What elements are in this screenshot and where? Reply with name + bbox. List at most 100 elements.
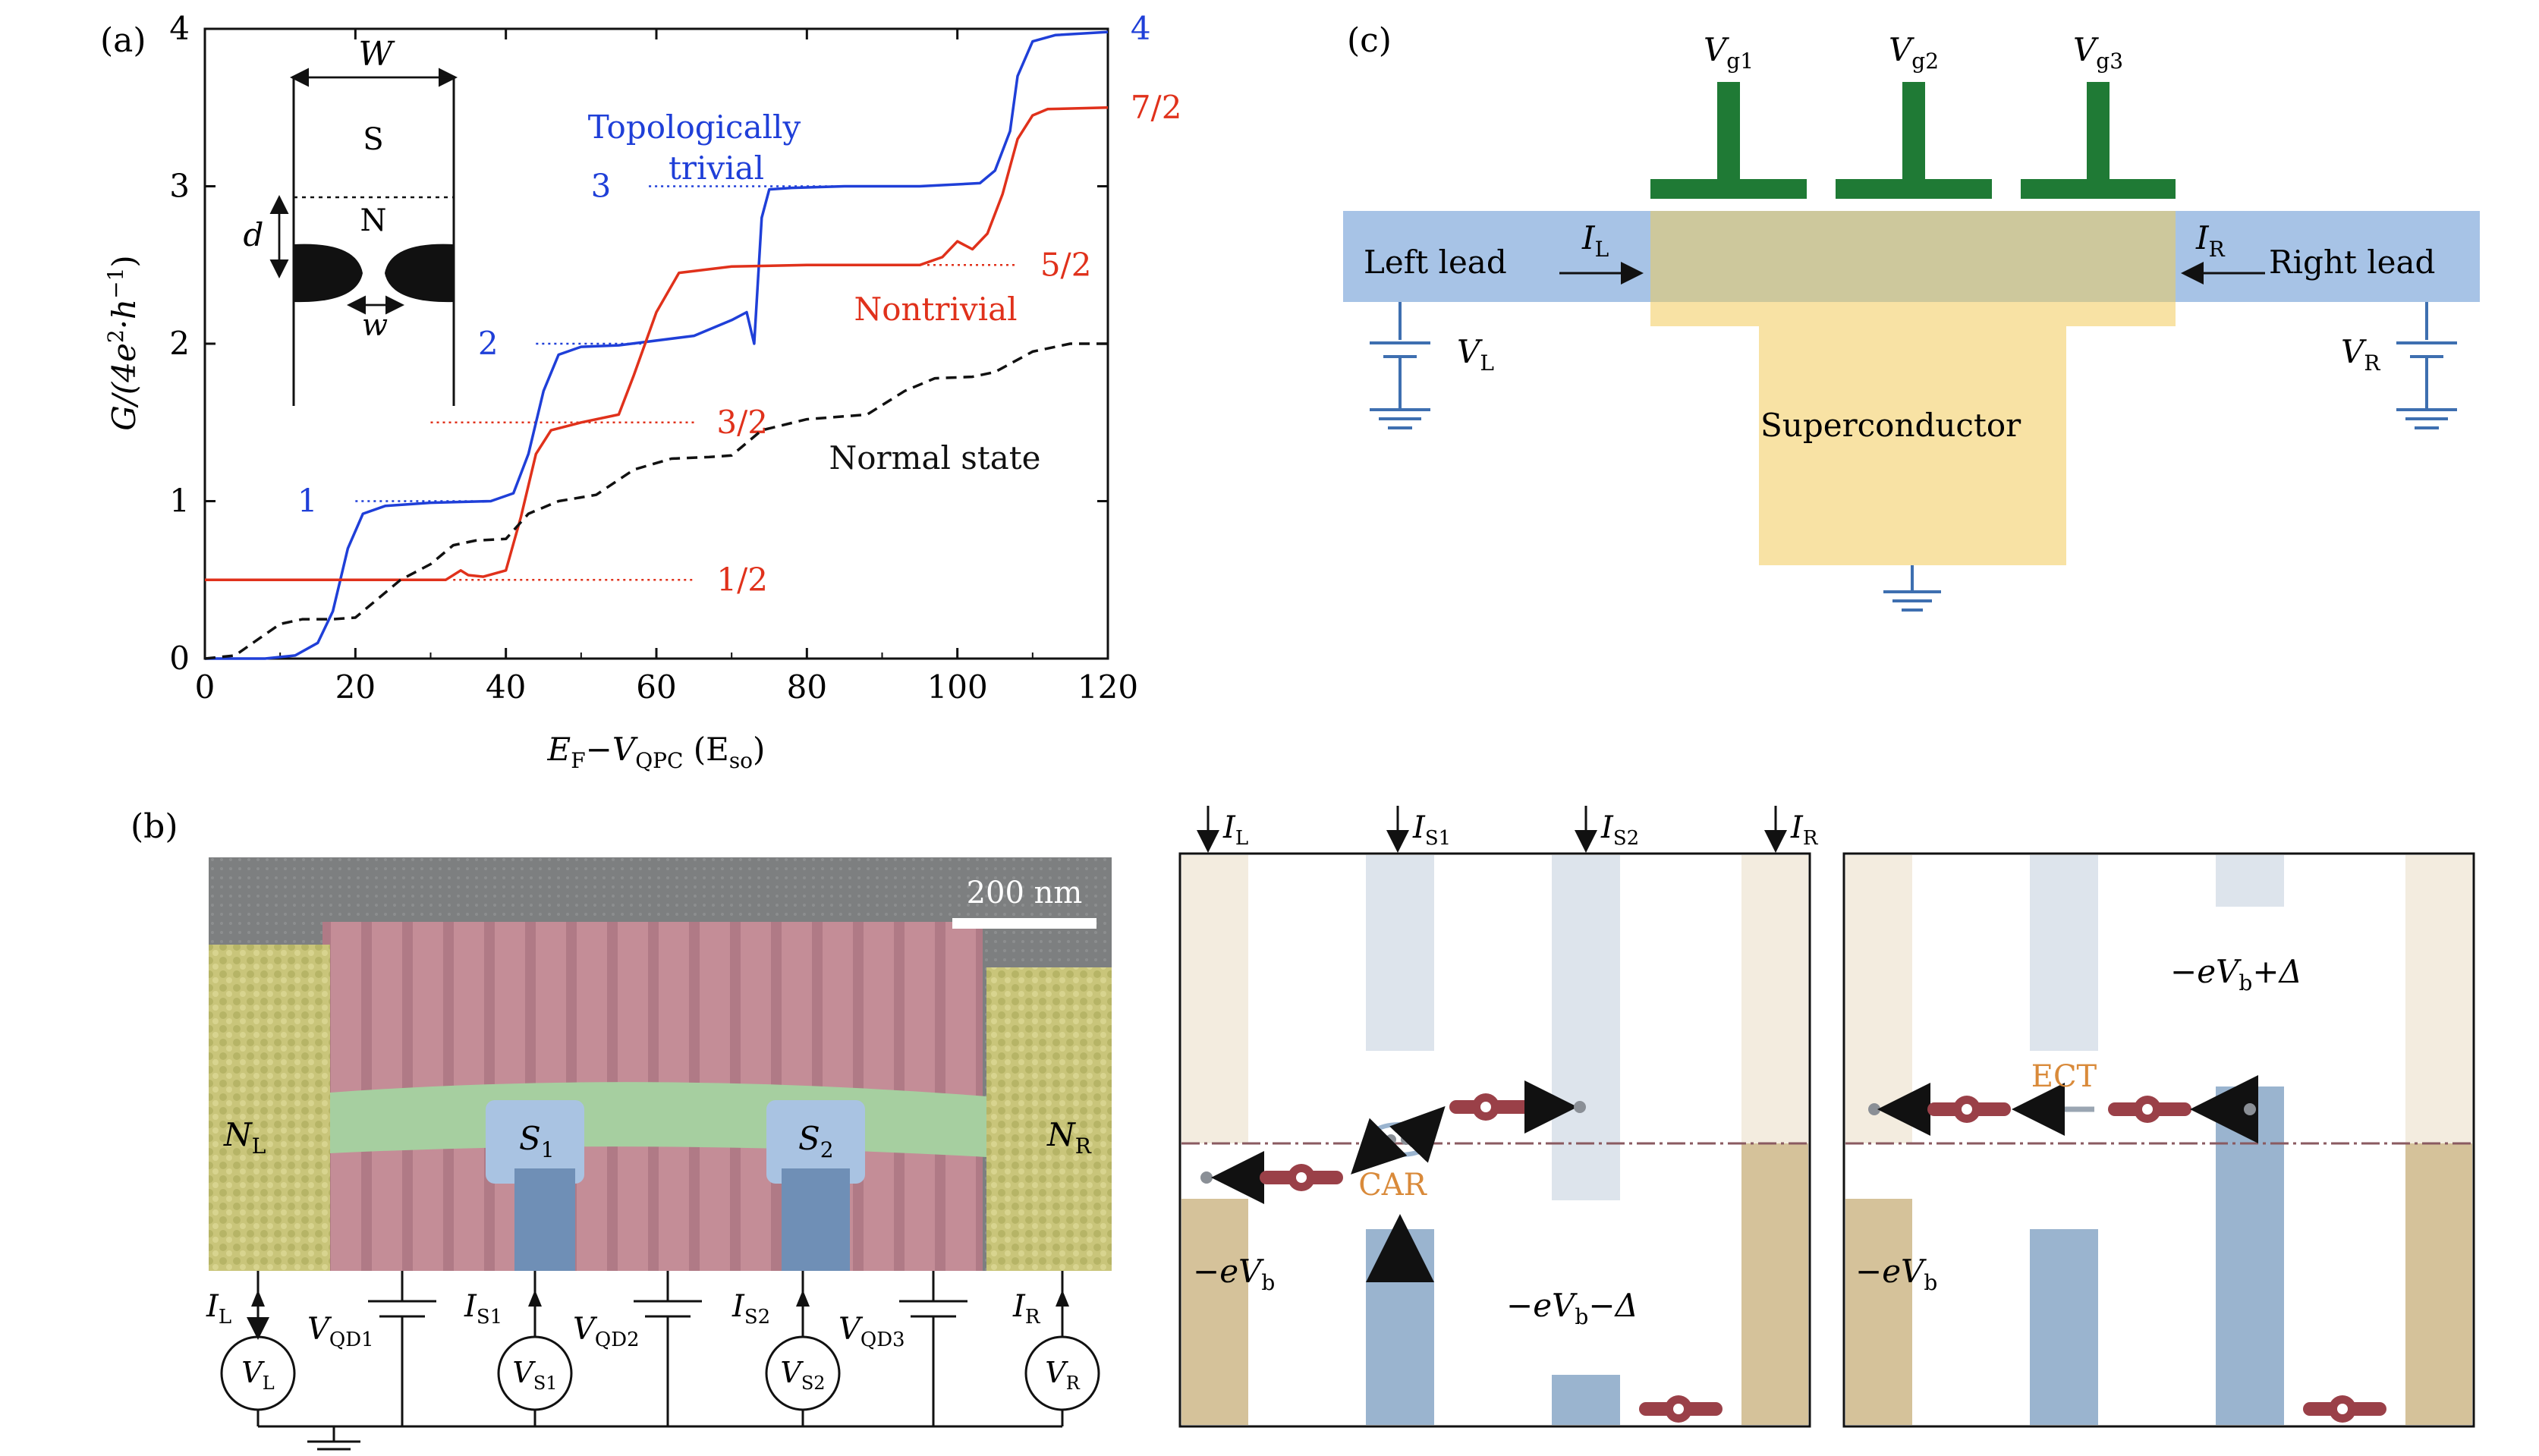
plateau-label: 7/2 <box>1131 89 1182 126</box>
y-axis-label: G/(4e2·h−1) <box>103 255 143 431</box>
gate-3-label: Vg3 <box>2073 31 2123 74</box>
x-tick-label: 100 <box>927 668 988 706</box>
plateau-label: 2 <box>478 325 499 362</box>
x-tick-label: 120 <box>1078 668 1138 706</box>
left-normal-lead <box>209 945 330 1271</box>
mid-ceV-delta: −eVb−Δ <box>1506 1287 1638 1329</box>
x-axis-label: EF−VQPC (Eso) <box>547 731 766 773</box>
sc-ground <box>1883 565 1941 612</box>
electron-bottom-right <box>1639 1395 1723 1423</box>
gate-1-stem <box>1717 82 1740 181</box>
axis-group: 0 20 40 60 80 100 120 0 1 2 3 4 <box>169 10 1138 706</box>
x-tick-label: 40 <box>486 668 526 706</box>
IS1-top: IS1 <box>1412 810 1451 850</box>
VS2-meter: VS2 <box>780 1356 825 1394</box>
top-current-arrows <box>1197 806 1787 853</box>
IR-label: IR <box>2195 219 2226 262</box>
energy-diagram-car <box>1178 852 1811 1428</box>
y-tick-label: 1 <box>169 483 190 520</box>
inset-w: w <box>362 308 388 343</box>
panel-c-label: (c) <box>1347 21 1392 60</box>
plateau-label: 1 <box>297 483 318 520</box>
panel-b: (b) 200 nm NL NR S1 S2 <box>131 807 1112 1451</box>
inset-d: d <box>244 216 264 253</box>
panel-c: (c) Vg1 Vg2 Vg3 Left lead Right lead IL … <box>1343 21 2480 612</box>
inset-S: S <box>363 122 383 157</box>
x-tick-label: 20 <box>335 668 376 706</box>
VQD2-label: VQD2 <box>573 1312 640 1351</box>
CAR-label: CAR <box>1358 1168 1427 1203</box>
inset-W: W <box>358 35 395 74</box>
VQD1-label: VQD1 <box>307 1312 374 1351</box>
IR-top: IR <box>1790 810 1819 850</box>
current-arrows <box>251 1290 1069 1307</box>
IS2-b-label: IS2 <box>731 1289 770 1329</box>
electron-bottom <box>1200 1151 1343 1204</box>
IR-b-label: IR <box>1012 1289 1041 1329</box>
plateau-label: 1/2 <box>716 561 768 598</box>
VR-label: VR <box>2341 333 2380 376</box>
series-group <box>204 30 1109 660</box>
IL-b-label: IL <box>206 1289 231 1329</box>
scale-bar-label: 200 nm <box>967 876 1083 910</box>
NR-label: NR <box>1046 1116 1092 1159</box>
ect-electron-bottom <box>2303 1395 2386 1423</box>
x-tick-label: 0 <box>195 668 216 706</box>
gate-1-label: Vg1 <box>1704 31 1754 74</box>
right-top-ceV: −eVb+Δ <box>2170 953 2302 995</box>
VL-label: VL <box>1457 333 1494 376</box>
nanowire-channel <box>330 1082 986 1157</box>
gate-3-stem <box>2087 82 2110 181</box>
panel-a-label: (a) <box>100 21 146 60</box>
qpc-inset <box>269 68 458 406</box>
y-tick-label: 4 <box>169 10 190 47</box>
annot-topologically: Topologically <box>588 108 801 146</box>
IS2-top: IS2 <box>1600 810 1639 850</box>
x-tick-label: 80 <box>787 668 827 706</box>
annot-normal-state: Normal state <box>829 439 1041 476</box>
left-ceV: −eVb <box>1193 1253 1275 1295</box>
left-constriction <box>294 244 363 303</box>
superconductor-label: Superconductor <box>1760 407 2021 444</box>
y-tick-label: 3 <box>169 168 190 205</box>
circuit <box>220 1271 1100 1451</box>
ect-electrons <box>1868 1075 2258 1143</box>
gate-2-label: Vg2 <box>1889 31 1939 74</box>
VR-meter: VR <box>1045 1356 1080 1394</box>
panel-b-label: (b) <box>131 807 178 846</box>
inset-N: N <box>360 203 387 238</box>
series-line <box>205 106 1109 582</box>
VS1-meter: VS1 <box>512 1356 557 1394</box>
right-battery <box>2396 302 2457 429</box>
superconductor-S1 <box>486 1100 584 1184</box>
S2-lead <box>782 1168 850 1271</box>
plateau-label: 5/2 <box>1040 246 1092 283</box>
right-lead-label: Right lead <box>2269 244 2435 281</box>
series-line <box>205 30 1109 660</box>
ECT-label: ECT <box>2031 1059 2097 1094</box>
VL-meter: VL <box>241 1356 274 1394</box>
IL-label: IL <box>1581 219 1609 262</box>
gate-2-stem <box>1902 82 1925 181</box>
sem-image <box>209 857 1112 1271</box>
series-line <box>204 342 1108 660</box>
gates <box>1650 82 2176 199</box>
x-tick-label: 60 <box>636 668 676 706</box>
right-normal-lead <box>986 967 1112 1271</box>
superconductor-stem <box>1759 319 2066 565</box>
y-tick-label: 0 <box>169 640 190 677</box>
IL-top: IL <box>1222 810 1248 850</box>
panel-energy: IL IS1 IS2 IR <box>1178 806 2475 1428</box>
S1-label: S1 <box>519 1120 555 1162</box>
left-lead-label: Left lead <box>1364 244 1507 281</box>
S1-lead <box>514 1168 575 1271</box>
superconductor-S2 <box>766 1100 865 1184</box>
electron-top <box>1449 1080 1586 1134</box>
scale-bar <box>952 918 1096 929</box>
right-ceV: −eVb <box>1855 1253 1937 1295</box>
annot-trivial: trivial <box>669 149 764 187</box>
annot-nontrivial: Nontrivial <box>854 291 1017 328</box>
gate-3 <box>2021 179 2176 199</box>
